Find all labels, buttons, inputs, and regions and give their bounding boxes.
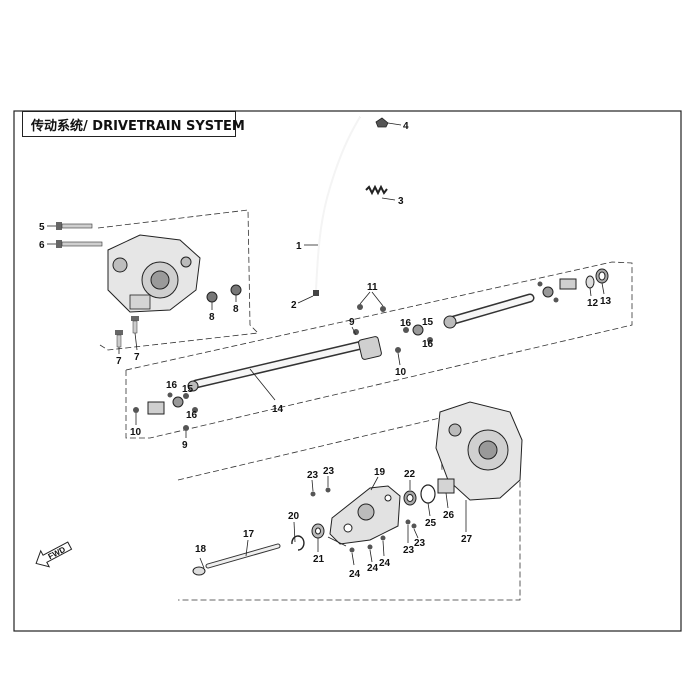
callout-3: 3 [398,196,404,207]
callout-24a: 24 [349,569,361,580]
leader-lines [47,122,605,569]
screw-24a [349,547,355,553]
callout-14: 14 [272,404,284,415]
callout-9a: 9 [349,317,355,328]
screw-24b [367,544,373,550]
callout-16a: 16 [166,380,178,391]
front-differential [107,234,201,313]
bolt-9-top [353,329,359,335]
cable-clip [375,117,389,128]
snap-ring-20 [291,535,305,551]
propshaft-front [187,336,382,392]
callout-15b: 15 [422,317,434,328]
callout-16d: 16 [422,339,434,350]
nut-8b [230,284,242,296]
bolt-6 [56,240,103,248]
nut-10-right [395,347,401,353]
callout-21: 21 [313,554,325,565]
bolt-9-bottom [183,425,189,431]
callout-8b: 8 [233,304,239,315]
propshaft-group-boundary [125,261,633,439]
callout-10a: 10 [130,427,142,438]
callout-16b: 16 [186,410,198,421]
rear-yoke-assembly [537,278,577,303]
screw-23b [325,487,331,493]
bolt-7a [115,330,123,348]
callout-25: 25 [425,518,437,529]
callout-23b: 23 [323,466,335,477]
callout-23a: 23 [307,470,319,481]
outer-frame [13,110,682,632]
output-shaft-17 [205,543,281,569]
bolt-5 [56,222,93,230]
callout-8a: 8 [209,312,215,323]
rear-gearbox [435,401,523,501]
front-yoke-assembly [147,392,198,415]
callout-1: 1 [296,241,302,252]
callout-26: 26 [443,510,455,521]
shift-cable [313,116,361,296]
washer-18 [192,566,206,576]
bearing-26 [437,478,455,494]
diagram-title-text: 传动系统/ DRIVETRAIN SYSTEM [31,118,245,134]
callout-9b: 9 [182,440,188,451]
propshaft-rear [443,293,535,329]
o-ring-25 [420,484,436,504]
callout-7b: 7 [134,352,140,363]
callout-labels: 1 2 3 4 5 6 7 7 8 8 9 9 10 10 11 12 13 1… [39,121,612,580]
callout-24b: 24 [367,563,379,574]
callout-23c: 23 [403,545,415,556]
screw-24c [380,535,386,541]
diagram-title: 传动系统/ DRIVETRAIN SYSTEM [22,111,245,137]
screw-23a [310,491,316,497]
screw-23c [405,519,411,525]
fwd-arrow: FWD [35,541,73,568]
callout-18: 18 [195,544,207,555]
bolt-11a [357,304,363,310]
callout-6: 6 [39,240,45,251]
callout-13: 13 [600,296,612,307]
center-yoke-assembly [403,324,433,343]
callout-11: 11 [367,282,378,293]
callout-17: 17 [243,529,255,540]
nut-8a [206,291,218,303]
bolt-11b [380,306,386,312]
callout-12: 12 [587,298,599,309]
callout-20: 20 [288,511,300,522]
bolt-7b [131,316,139,334]
callout-19: 19 [374,467,386,478]
callout-16c: 16 [400,318,412,329]
callout-4: 4 [403,121,409,132]
callout-10b: 10 [395,367,407,378]
callout-15a: 15 [182,384,194,395]
bracket-19 [329,485,401,545]
nut-10-left [133,407,139,413]
callout-5: 5 [39,222,45,233]
callout-7a: 7 [116,356,122,367]
front-diff-group-boundary [97,209,259,351]
callout-23d: 23 [414,538,426,549]
callout-22: 22 [404,469,416,480]
callout-2: 2 [291,300,297,311]
callout-24c: 24 [379,558,391,569]
seal-12 [585,275,595,289]
cable-spring [365,184,388,196]
screw-23d [411,523,417,529]
callout-27: 27 [461,534,473,545]
